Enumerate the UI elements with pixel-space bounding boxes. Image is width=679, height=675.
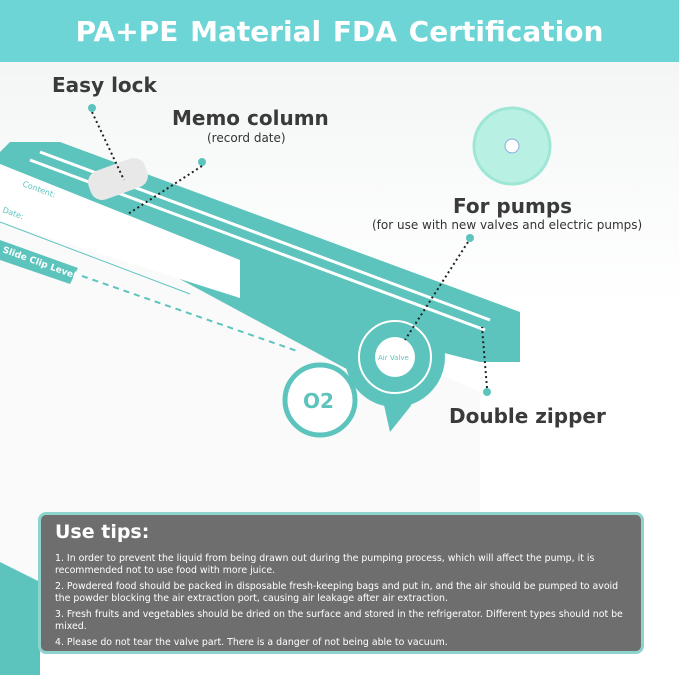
callout-dot (198, 158, 206, 166)
memo-column-sub: (record date) (207, 131, 286, 145)
for-pumps-label: For pumps (453, 194, 573, 218)
double-zipper-label: Double zipper (449, 404, 606, 428)
callout-line (481, 326, 488, 389)
tip-item: 2. Powdered food should be packed in dis… (55, 581, 619, 604)
clip-level-tag (0, 240, 78, 284)
valve-label: Air Valve (378, 354, 409, 362)
use-tips-title: Use tips: (55, 521, 150, 543)
memo-line (0, 221, 191, 295)
air-valve-center (375, 337, 415, 377)
memo-area (0, 164, 240, 298)
clip-level-dashes (81, 275, 301, 353)
o2-badge (282, 362, 358, 438)
tip-item: 3. Fresh fruits and vegetables should be… (55, 609, 623, 632)
callout-dot (483, 388, 491, 396)
easy-lock-label: Easy lock (52, 73, 157, 97)
tip-item: 1. In order to prevent the liquid from b… (55, 553, 595, 576)
o2-text: O2 (303, 389, 334, 413)
callout-dot (88, 104, 96, 112)
tip-item: 4. Please do not tear the valve part. Th… (55, 637, 448, 648)
easy-lock-clip (88, 158, 148, 200)
for-pumps-sub: (for use with new valves and electric pu… (372, 218, 643, 232)
callout-dot (466, 234, 474, 242)
memo-column-label: Memo column (172, 106, 329, 130)
air-valve-ring (358, 320, 432, 394)
use-tips-panel: Use tips: 1. In order to prevent the liq… (38, 512, 644, 654)
banner-title: PA+PE Material FDA Certification (0, 0, 679, 62)
second-bag-strip (0, 562, 40, 675)
valve-disc-hole (504, 138, 520, 154)
